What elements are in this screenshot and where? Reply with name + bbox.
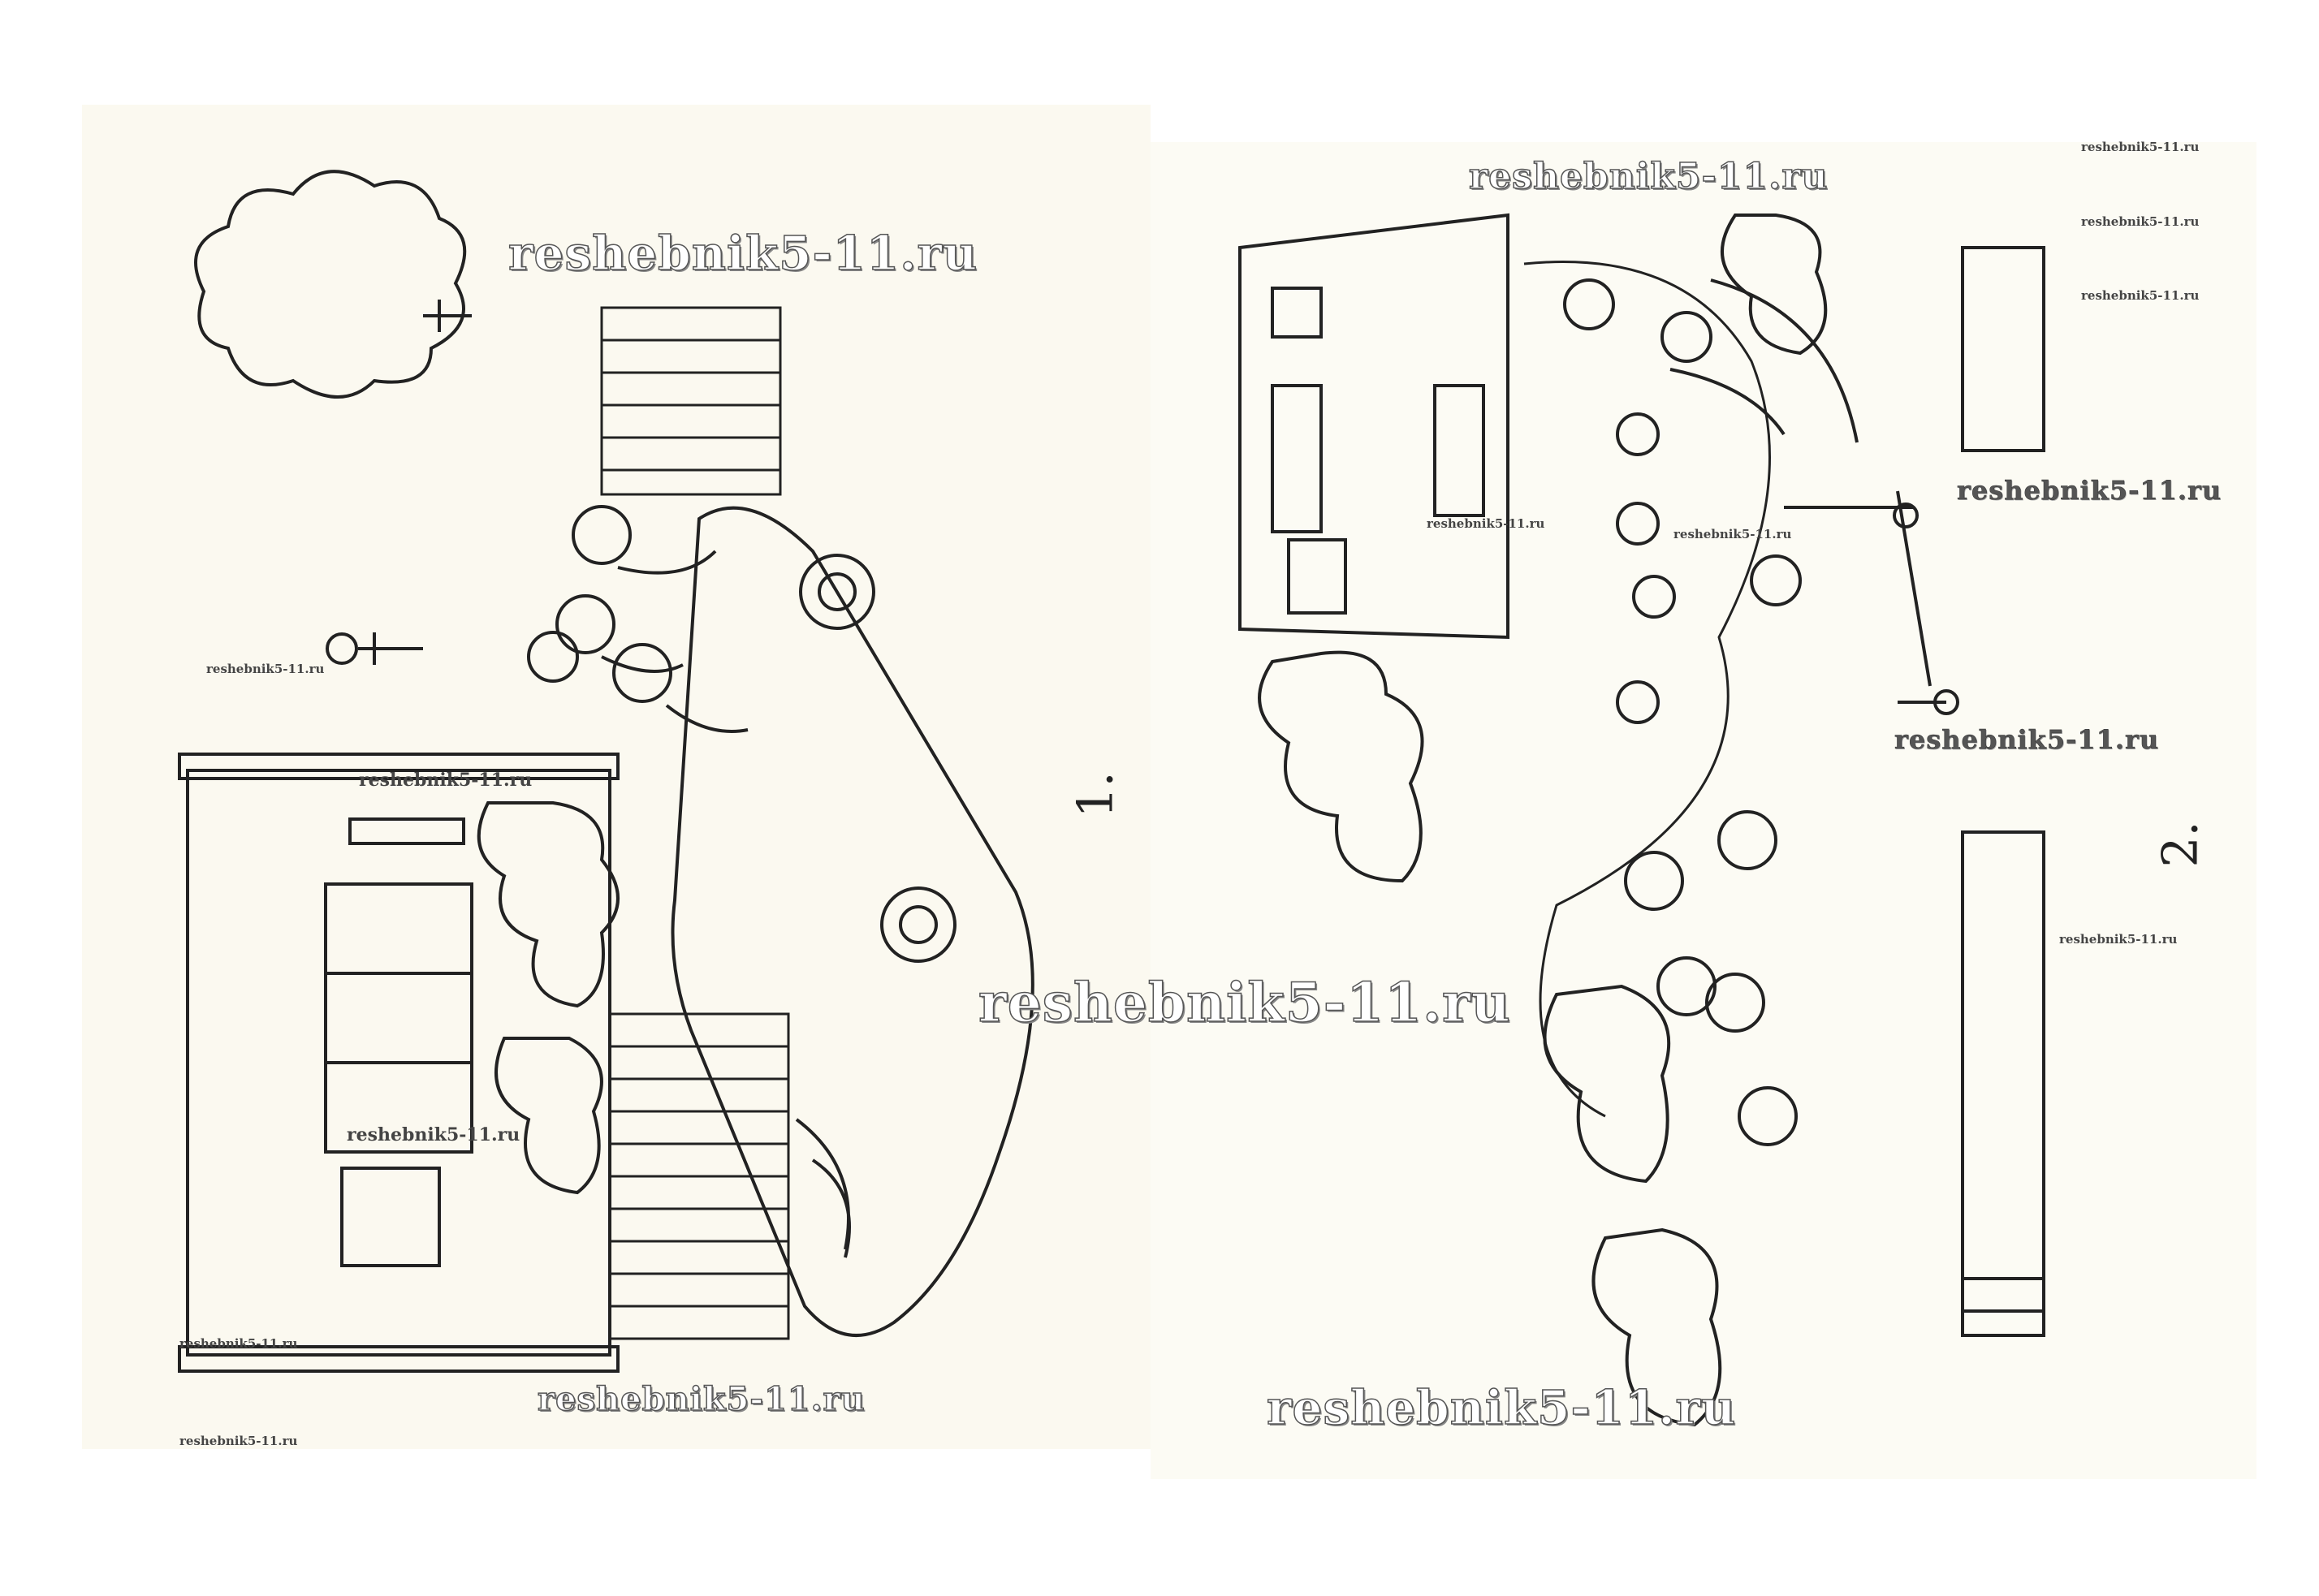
picture-1-panel: 1. [82, 105, 1151, 1449]
watermark: reshebnik5-11.ru [2081, 140, 2200, 154]
watermark: reshebnik5-11.ru [1427, 516, 1545, 531]
watermark: reshebnik5-11.ru [1957, 475, 2222, 507]
watermark: reshebnik5-11.ru [206, 662, 325, 676]
park-children-drawing [1238, 213, 2045, 1427]
watermark: reshebnik5-11.ru [2059, 932, 2178, 947]
watermark: reshebnik5-11.ru [537, 1379, 866, 1419]
watermark: reshebnik5-11.ru [2081, 288, 2200, 303]
watermark: reshebnik5-11.ru [507, 225, 978, 282]
watermark: reshebnik5-11.ru [1894, 724, 2160, 756]
watermark: reshebnik5-11.ru [347, 1124, 520, 1145]
watermark: reshebnik5-11.ru [179, 1336, 298, 1351]
watermark: reshebnik5-11.ru [1266, 1379, 1737, 1436]
picture-number: 1. [1067, 771, 1125, 818]
watermark: reshebnik5-11.ru [1673, 527, 1792, 541]
picture-number: 2. [2152, 821, 2209, 868]
watermark: reshebnik5-11.ru [359, 770, 533, 791]
family-car-house-drawing [178, 170, 1034, 1373]
picture-2-panel: 2. [1151, 142, 2256, 1479]
watermark: reshebnik5-11.ru [978, 970, 1511, 1035]
watermark: reshebnik5-11.ru [179, 1434, 298, 1448]
watermark: reshebnik5-11.ru [2081, 214, 2200, 229]
watermark: reshebnik5-11.ru [1468, 155, 1829, 198]
